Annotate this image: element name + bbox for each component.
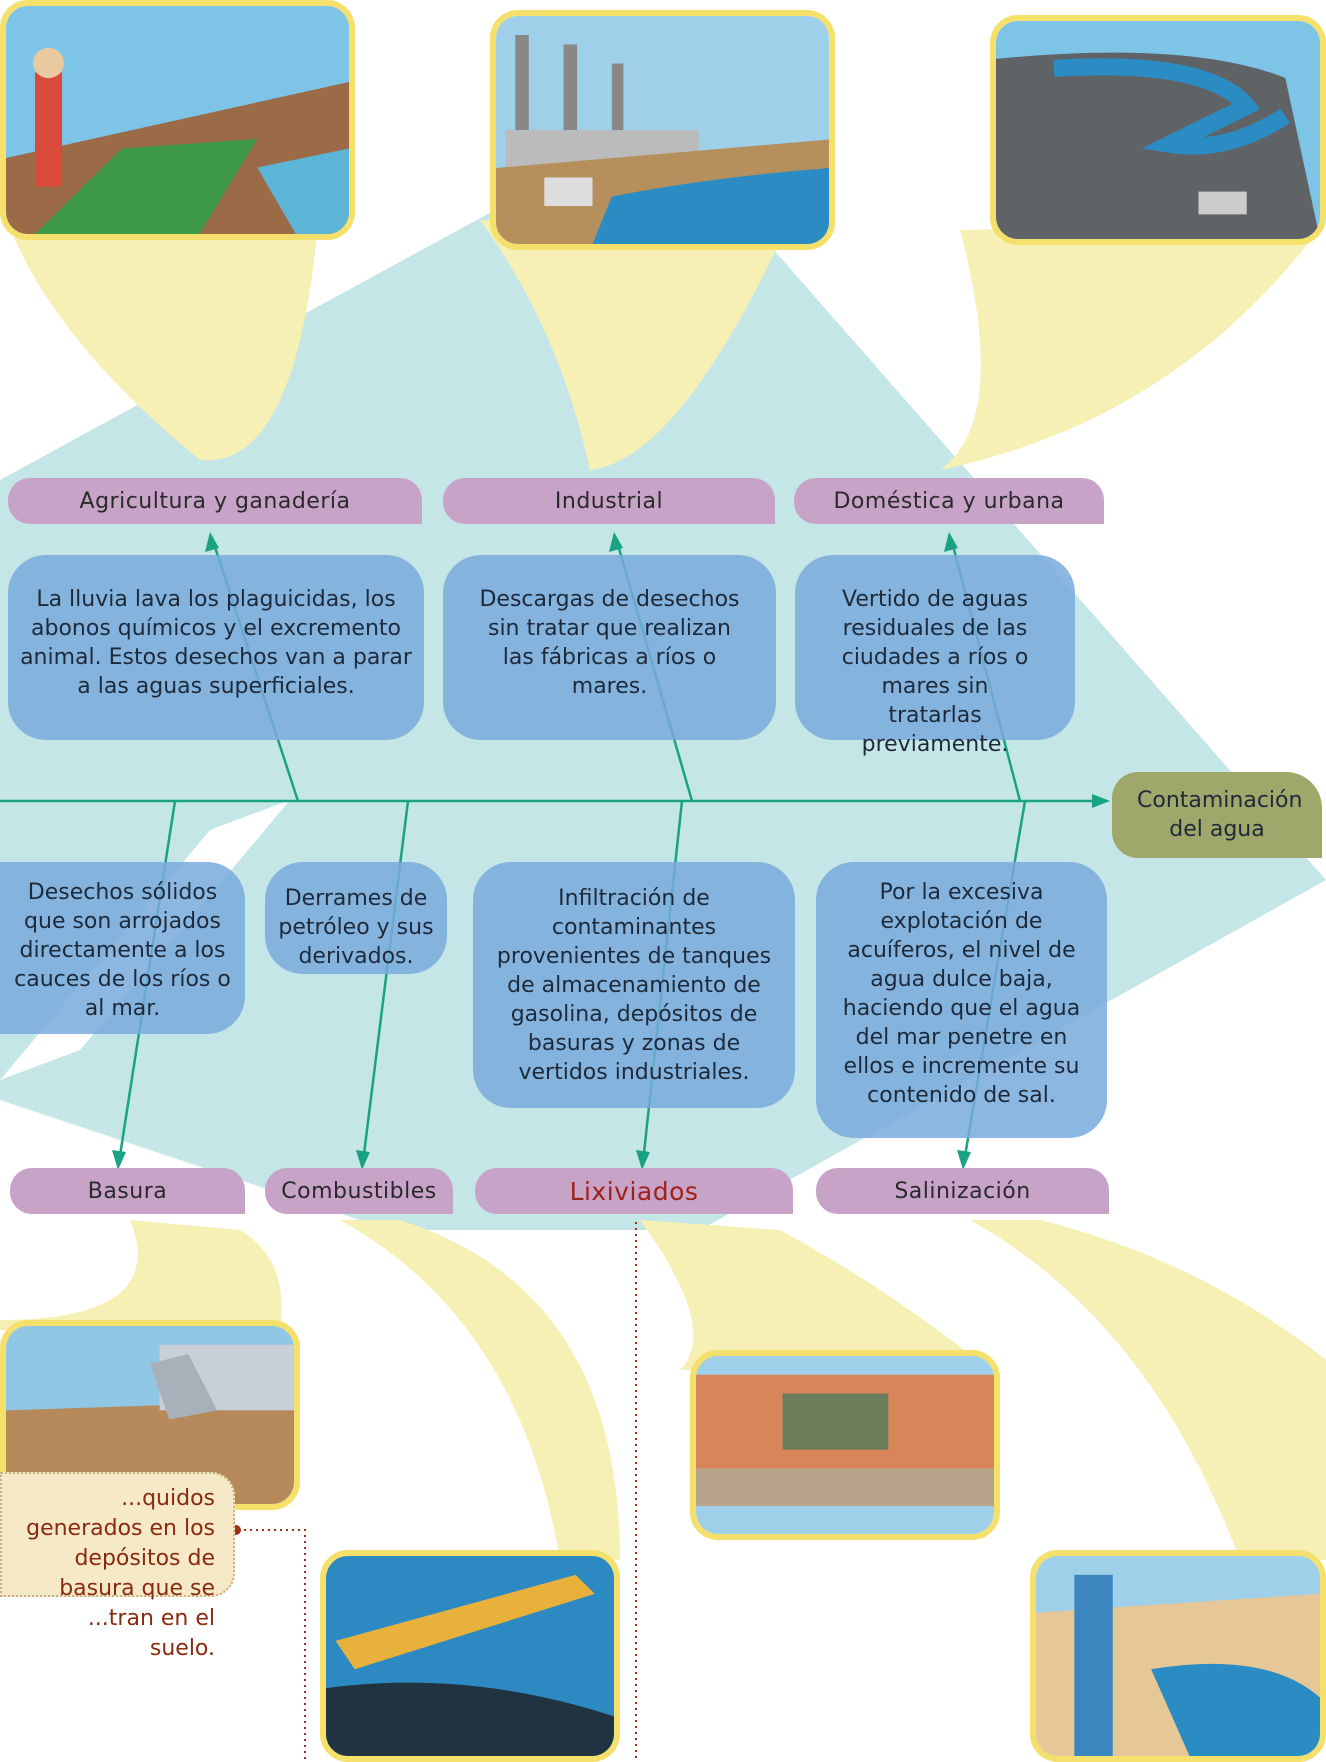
bone-combustibles [361,800,410,1163]
label-agricultura-text: Agricultura y ganadería [79,488,351,514]
box-domestica: Vertido de aguas residuales de las ciuda… [795,555,1075,757]
box-salinizacion: Por la excesiva explotación de acuíferos… [816,862,1107,1138]
box-basura: Desechos sólidos que son arrojados direc… [0,862,245,1034]
box-agricultura: La lluvia lava los plaguicidas, los abon… [8,555,424,740]
bubble-tail-3 [940,220,1326,470]
label-lixiviados: Lixiviados [475,1168,793,1214]
bubble-tail-5 [340,1220,620,1560]
box-agricultura-text: La lluvia lava los plaguicidas, los abon… [20,587,412,699]
lixiviados-note: ...quidos generados en los depósitos de … [0,1472,235,1661]
label-salinizacion: Salinización [816,1168,1109,1214]
box-combustibles: Derrames de petróleo y sus derivados. [265,862,447,974]
label-domestica: Doméstica y urbana [794,478,1104,524]
box-domestica-text: Vertido de aguas residuales de las ciuda… [841,587,1029,757]
label-industrial-text: Industrial [554,488,664,514]
bubble-tail-1 [0,200,320,461]
illustration-industrial [490,10,835,250]
bubble-tail-6 [640,1220,990,1370]
label-salinizacion-text: Salinización [894,1178,1031,1204]
box-lixiviados-text: Infiltración de contaminantes provenient… [496,886,772,1085]
lixiviados-note-text: ...quidos generados en los depósitos de … [26,1486,215,1661]
box-industrial: Descargas de desechos sin tratar que rea… [443,555,776,740]
illustration-agriculture [0,0,355,240]
label-domestica-text: Doméstica y urbana [833,488,1065,514]
box-combustibles-text: Derrames de petróleo y sus derivados. [278,886,434,969]
effect-head: Contaminación del agua [1112,772,1322,858]
label-agricultura: Agricultura y ganadería [8,478,422,524]
label-combustibles: Combustibles [265,1168,453,1214]
label-combustibles-text: Combustibles [281,1178,437,1204]
label-industrial: Industrial [443,478,775,524]
bubble-tail-7 [970,1220,1326,1560]
box-industrial-text: Descargas de desechos sin tratar que rea… [479,587,740,699]
illustration-urban [990,15,1326,245]
box-basura-text: Desechos sólidos que son arrojados direc… [14,880,231,1021]
label-basura: Basura [10,1168,245,1214]
illustration-leachate [690,1350,1000,1540]
label-lixiviados-text: Lixiviados [569,1176,699,1206]
note-connector [238,1529,306,1762]
bubble-tail-4 [0,1220,282,1330]
illustration-salinization [1030,1550,1326,1762]
illustration-oil [320,1550,620,1762]
label-basura-text: Basura [87,1178,168,1204]
box-lixiviados: Infiltración de contaminantes provenient… [473,862,795,1108]
bubble-tail-2 [480,220,790,470]
effect-label: Contaminación del agua [1137,788,1303,842]
spine-arrowhead [1092,794,1110,808]
box-salinizacion-text: Por la excesiva explotación de acuíferos… [842,880,1081,1108]
